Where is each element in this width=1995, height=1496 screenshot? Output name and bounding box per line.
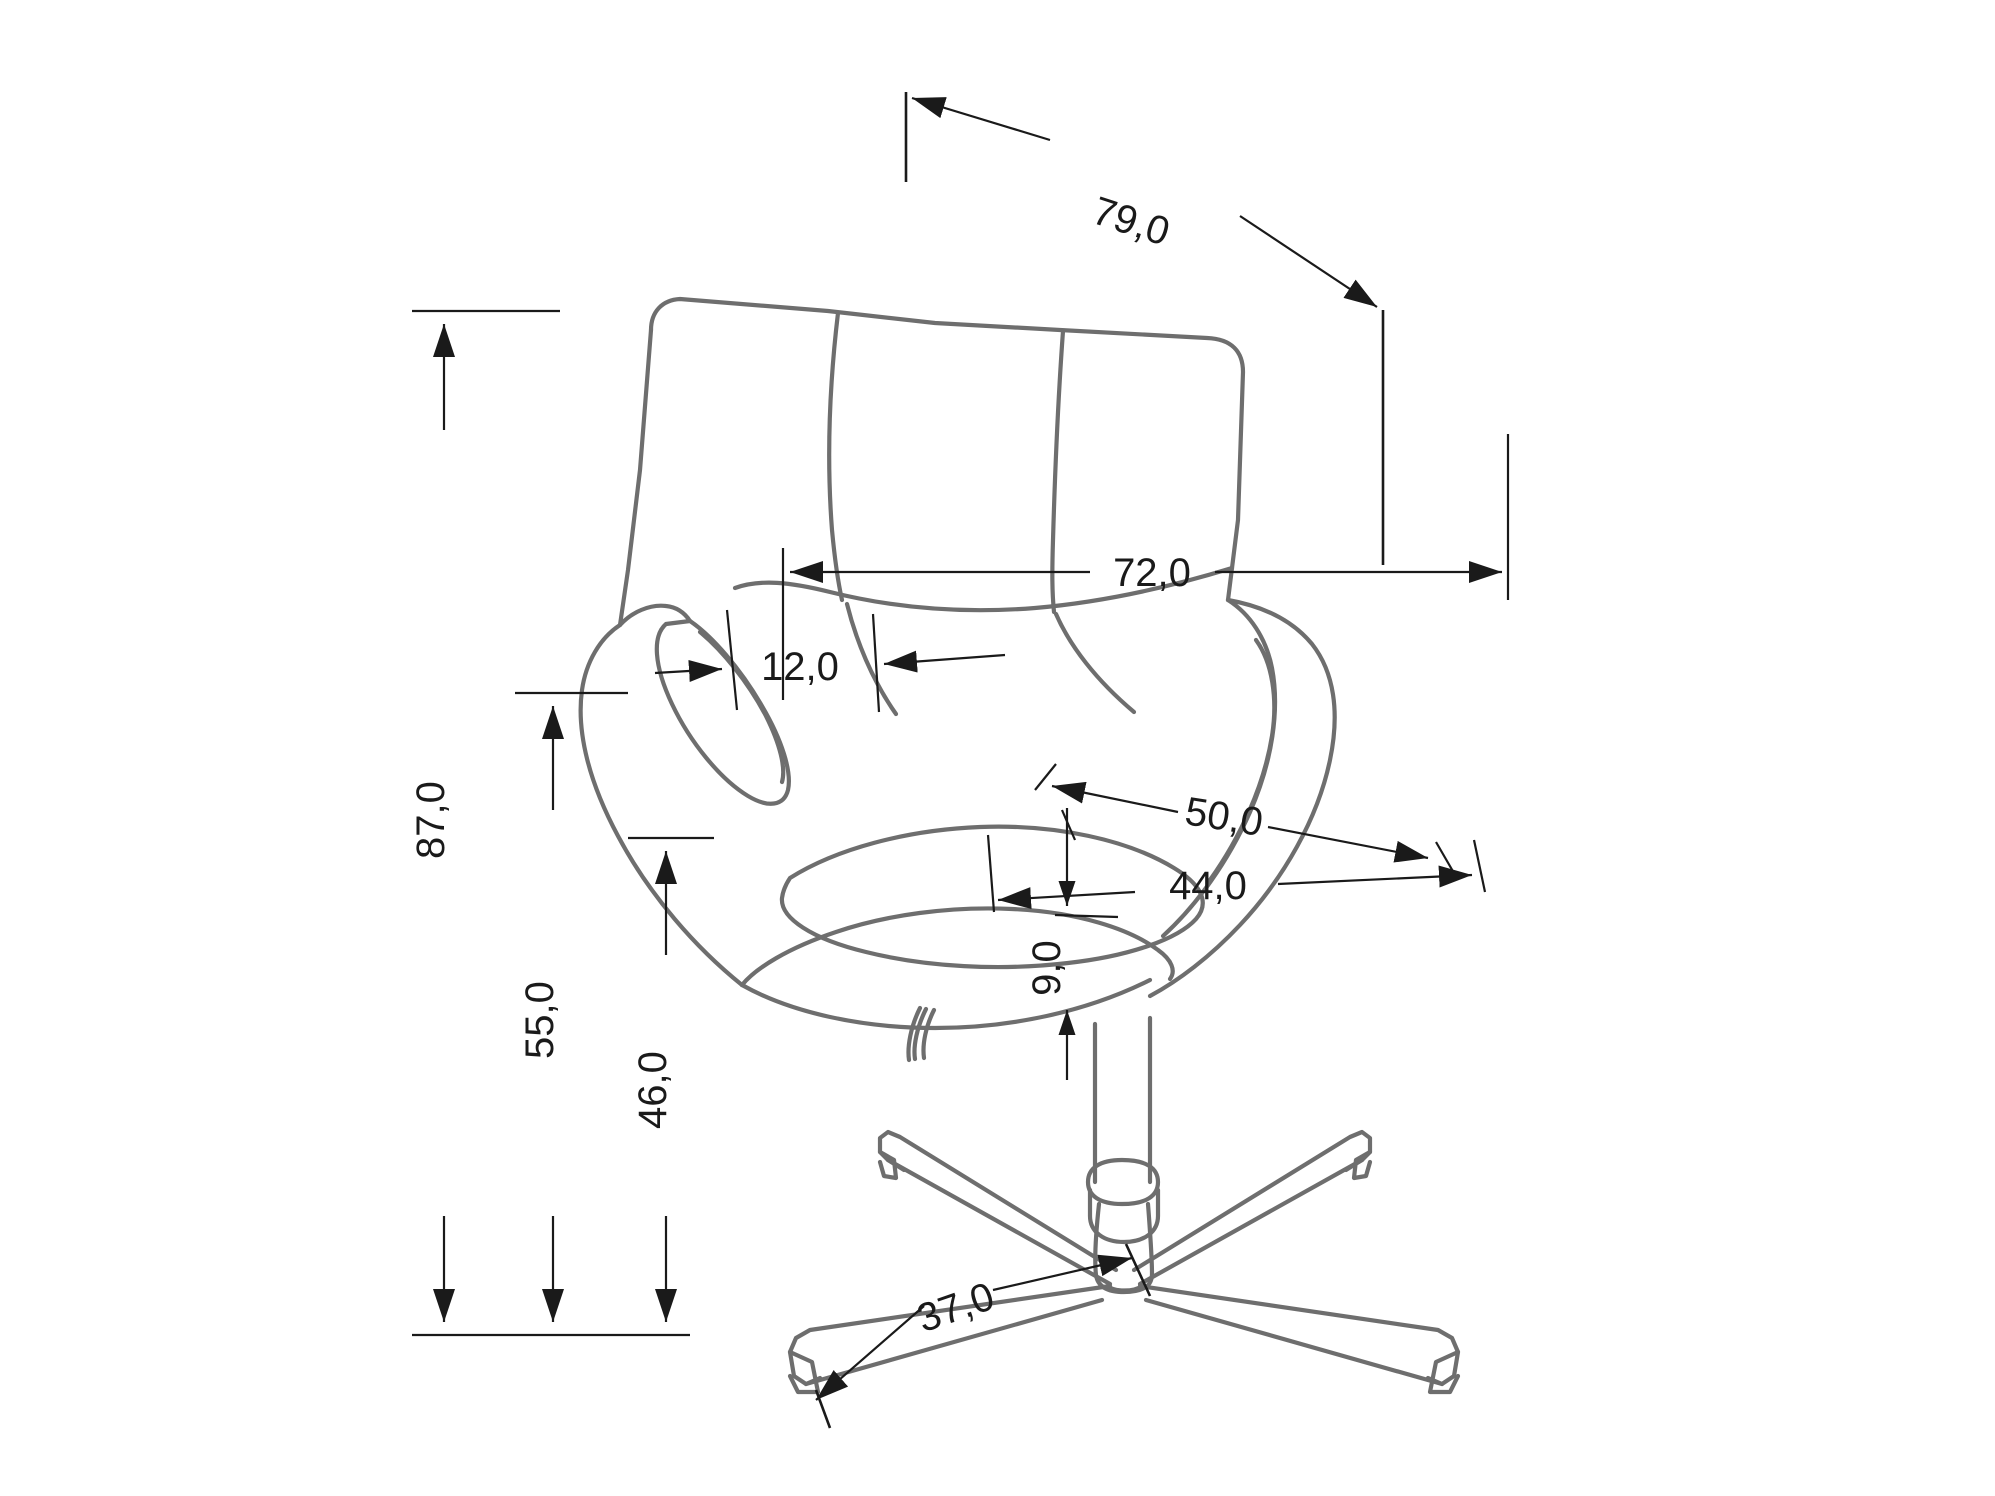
dim-back-width-label: 72,0 xyxy=(1113,551,1191,595)
dim-total-height: 87,0 xyxy=(409,309,690,1337)
dim-arm-gap: 12,0 xyxy=(654,609,1006,713)
dim-seat-width: 50,0 xyxy=(1034,763,1459,881)
dim-total-height-label: 87,0 xyxy=(409,781,453,859)
dim-back-height: 55,0 xyxy=(515,691,628,1322)
dimension-annotations: 79,0 87,0 55,0 46,0 xyxy=(409,92,1510,1429)
dim-seat-thickness: 9,0 xyxy=(1025,808,1119,1080)
dim-back-width: 72,0 xyxy=(781,434,1510,700)
dim-seat-depth-label: 44,0 xyxy=(1169,864,1247,908)
dim-seat-depth: 44,0 xyxy=(986,834,1487,913)
dim-arm-height-label: 46,0 xyxy=(631,1051,675,1129)
dim-back-height-label: 55,0 xyxy=(518,981,562,1059)
dim-depth: 79,0 xyxy=(904,92,1385,565)
armchair-outline xyxy=(578,296,1461,1395)
dim-depth-label: 79,0 xyxy=(1087,189,1175,255)
dim-arm-gap-label: 12,0 xyxy=(761,645,839,689)
dim-seat-thickness-label: 9,0 xyxy=(1025,940,1069,996)
dim-arm-height: 46,0 xyxy=(628,836,714,1322)
dim-base-radius: 37,0 xyxy=(814,1243,1152,1429)
